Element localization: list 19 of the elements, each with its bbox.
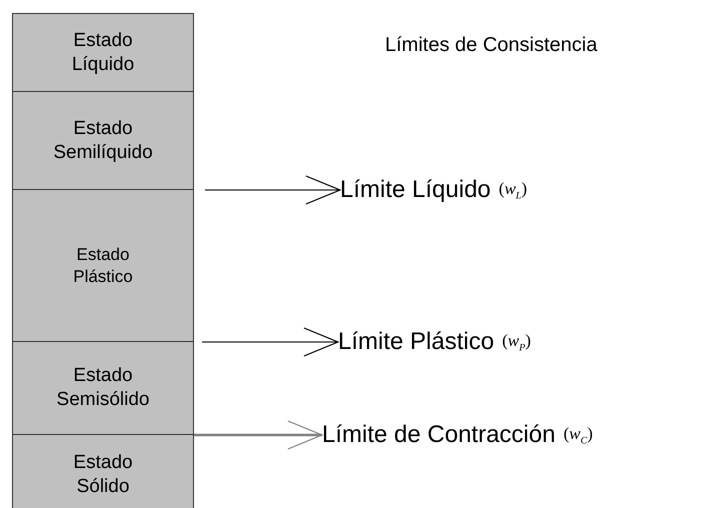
state-band [12, 342, 194, 435]
state-label: Estado Plástico [72, 244, 134, 287]
state-band [12, 92, 194, 190]
limit-symbol: (w$_{L}$) [498, 178, 528, 202]
state-band [12, 190, 194, 342]
state-label: Estado Sólido [72, 451, 134, 499]
limit-symbol: (w$_{C}$) [563, 424, 593, 446]
limit-label: Límite Plástico [338, 328, 494, 356]
limit-symbol: (w$_{P}$) [502, 330, 531, 354]
state-label: Estado Líquido [70, 28, 136, 76]
state-label: Estado Semilíquido [52, 116, 154, 164]
state-label: Estado Semisólido [56, 364, 150, 412]
limit-label: Límite de Contracción [322, 421, 556, 449]
arrow [204, 175, 341, 205]
diagram-title: Límites de Consistencia [385, 34, 598, 57]
state-band [12, 13, 194, 92]
limit-label: Límite Líquido [340, 176, 491, 204]
arrow [202, 327, 339, 357]
state-band [12, 435, 194, 508]
